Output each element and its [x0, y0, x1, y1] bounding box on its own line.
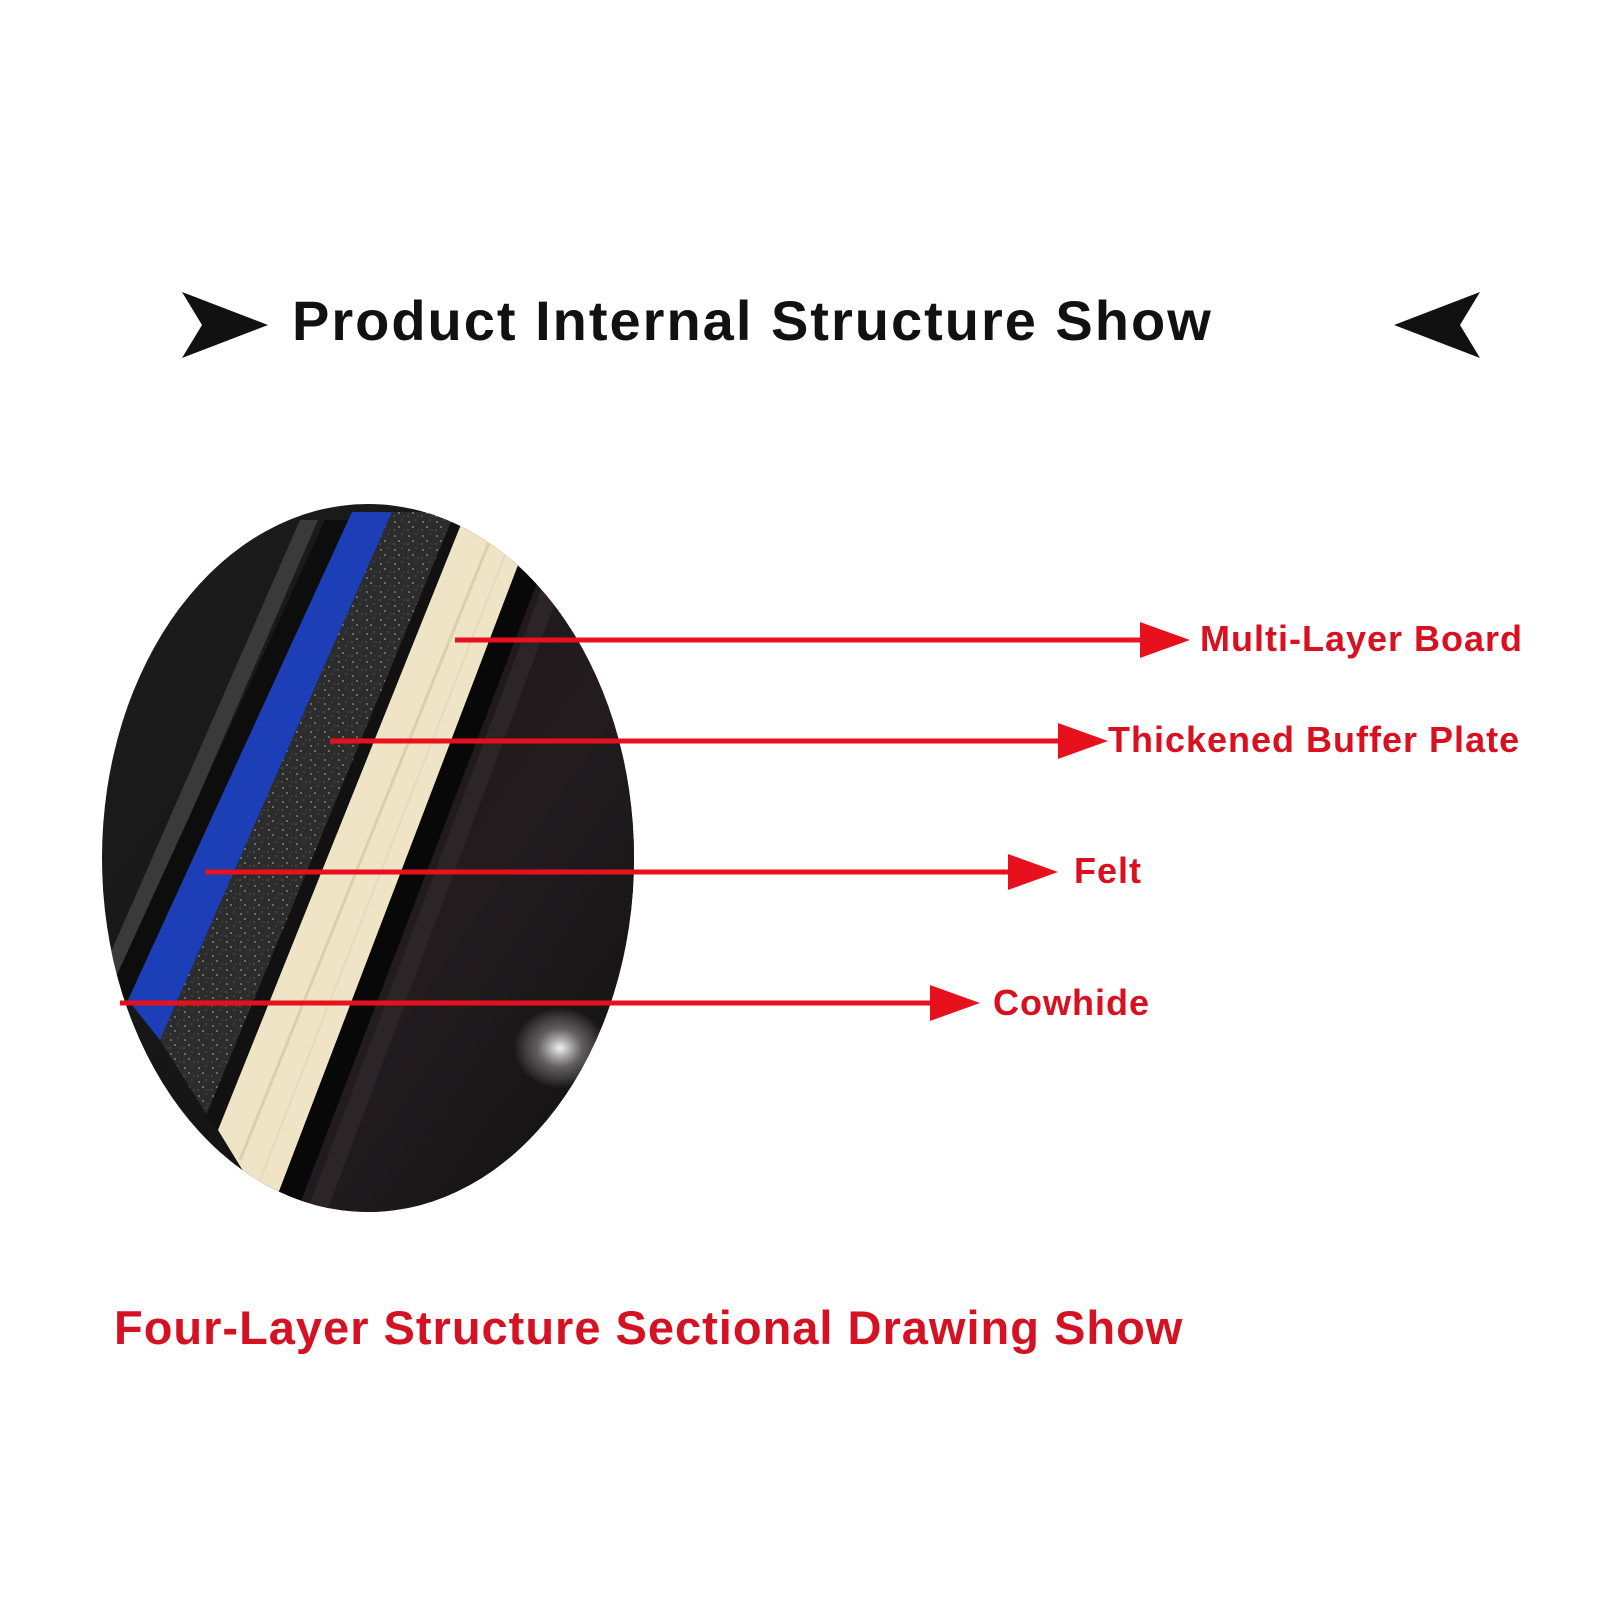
arrowhead-icon — [1058, 723, 1108, 759]
arrowhead-icon — [1140, 622, 1190, 658]
arrowhead-icon — [930, 985, 980, 1021]
section-photo — [102, 504, 634, 1212]
arrowhead-icon — [1008, 854, 1058, 890]
felt-layer — [128, 512, 392, 1040]
diagram-caption: Four-Layer Structure Sectional Drawing S… — [114, 1301, 1184, 1354]
label-cowhide: Cowhide — [993, 982, 1150, 1023]
multi-layer-board — [218, 512, 520, 1212]
buffer-plate-layer — [160, 512, 458, 1120]
label-multi-layer-board: Multi-Layer Board — [1200, 618, 1523, 659]
label-thickened-buffer-plate: Thickened Buffer Plate — [1108, 719, 1520, 760]
arrowhead-right-icon — [182, 292, 268, 358]
title-row: Product Internal Structure Show — [180, 282, 1480, 362]
label-felt: Felt — [1074, 850, 1142, 891]
leader-arrows — [120, 622, 1190, 1021]
page-title: Product Internal Structure Show — [292, 289, 1213, 352]
arrowhead-left-icon — [1394, 292, 1480, 358]
